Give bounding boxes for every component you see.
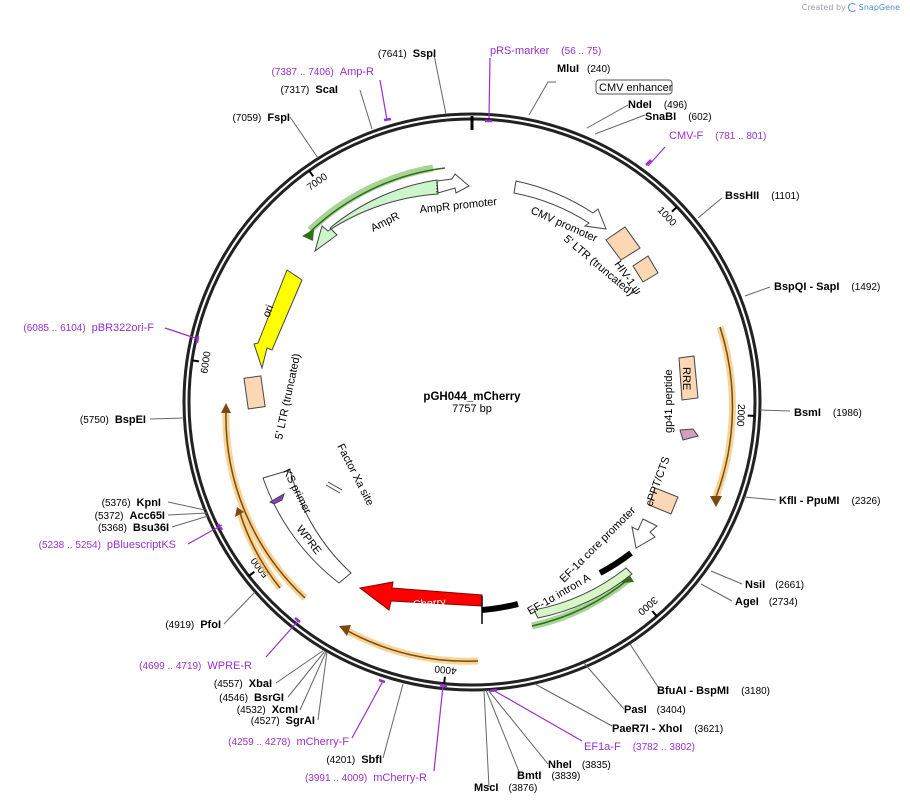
ampr-promoter-arrow [436, 173, 470, 194]
enzyme-acc65i: (5372)Acc65I [95, 510, 165, 522]
enzyme-snabi: SnaBI(602) [645, 111, 712, 123]
ampr-arrow [314, 179, 439, 253]
enzyme-bfuai-bspmi: BfuAI - BspMI(3180) [657, 685, 770, 697]
enzyme-nsii: NsiI(2661) [745, 579, 804, 591]
enzyme-leader-lines [149, 54, 791, 788]
tick-mark [308, 169, 314, 177]
cmv-enhancer-label: CMV enhancer [599, 82, 673, 94]
cppt-box [648, 487, 679, 515]
enzyme-bsu36i: (5368)Bsu36I [98, 522, 169, 534]
orf-arcs [221, 164, 736, 665]
gp41-box [679, 428, 699, 441]
enzyme-agei: AgeI(2734) [735, 596, 798, 608]
primer-cmv-f: CMV-F(781 .. 801) [669, 130, 766, 142]
cmv-promoter-arrow [513, 180, 607, 230]
credit-prefix: Created by [801, 3, 846, 12]
ampr-promoter-label: AmpR promoter [419, 196, 498, 216]
ef1a-intron-bar [533, 567, 633, 619]
factor-xa-label: Factor Xa site [334, 442, 375, 508]
rre-label: RRE [680, 367, 692, 390]
tick-mark [248, 570, 255, 577]
enzyme-sgrai: (4527)SgrAI [251, 715, 315, 727]
primer-markers [195, 117, 652, 693]
ltr-5-left-label: 5' LTR (truncated) [273, 353, 303, 441]
enzyme-xbai: (4557)XbaI [214, 678, 272, 690]
wpre-arrow [262, 469, 352, 584]
ks-primer-mark [268, 492, 285, 505]
backbone-outer-ring [182, 112, 762, 692]
primer-wpre-r: (4699 .. 4719)WPRE-R [139, 660, 252, 672]
enzyme-bmti: BmtI(3839) [517, 770, 580, 782]
snapgene-logo-icon [847, 3, 857, 12]
primer-pbr322ori-f: (6085 .. 6104)pBR322ori-F [23, 322, 154, 334]
tick-mark [443, 676, 446, 684]
enzyme-xcmi: (4532)XcmI [237, 704, 298, 716]
primer-mcherry-r: (3991 .. 4009)mCherry-R [305, 772, 427, 784]
tick-mark [191, 359, 200, 363]
primer-prs-marker: pRS-marker(56 .. 75) [490, 45, 601, 57]
tick-label: 2000 [734, 404, 746, 427]
primer-pbluescriptks: (5238 .. 5254)pBluescriptKS [39, 539, 176, 551]
enzyme-sspi: (7641)SspI [378, 48, 436, 60]
enzyme-labels-left: (7641)SspI (7317)ScaI (7059)FspI (5750)B… [80, 48, 436, 766]
mcherry-label: mCherry [403, 596, 447, 612]
feature-shapes [243, 173, 699, 624]
tick-mark [671, 206, 678, 213]
enzyme-sbfi: (4201)SbfI [326, 754, 382, 766]
enzyme-kfli-ppumi: KflI - PpuMI(2326) [779, 495, 880, 507]
enzyme-labels-right: MluI(240) NdeI(496) SnaBI(602) BssHII(11… [474, 63, 880, 794]
credit-brand: SnapGene [858, 3, 900, 12]
ef1a-core-arrow [631, 518, 658, 549]
primer-mcherry-f: (4259 .. 4278)mCherry-F [228, 736, 349, 748]
primer-amp-r: (7387 .. 7406)Amp-R [272, 66, 375, 78]
enzyme-bsshii: BssHII(1101) [725, 190, 799, 202]
tick-label: 7000 [305, 171, 330, 193]
enzyme-bsmi: BsmI(1986) [794, 407, 862, 419]
ltr-5-left-box [243, 375, 266, 410]
enzyme-bsrgi: (4546)BsrGI [219, 692, 284, 704]
enzyme-msci: MscI(3876) [474, 782, 537, 794]
primer-labels: pRS-marker(56 .. 75) (7387 .. 7406)Amp-R… [23, 45, 766, 784]
primer-leader-lines [164, 57, 666, 772]
enzyme-bspei: (5750)BspEI [80, 414, 146, 426]
cmv-enhancer-box [595, 79, 673, 95]
enzyme-pasi: PasI(3404) [624, 704, 686, 716]
gp41-label: gp41 peptide [663, 369, 675, 433]
tick-label: 4000 [434, 663, 458, 676]
hiv-psi-box [632, 255, 659, 283]
enzyme-ndei: NdeI(496) [628, 99, 687, 111]
enzyme-nhei: NheI(3835) [548, 759, 611, 771]
enzyme-pfoi: (4919)PfoI [165, 619, 221, 631]
enzyme-fspi: (7059)FspI [232, 112, 290, 124]
ltr-5-top-box [605, 226, 641, 261]
snapgene-credit: Created by SnapGene [802, 3, 900, 12]
primer-ef1a-f: EF1a-F(3782 .. 3802) [584, 741, 695, 753]
tick-label: 6000 [199, 350, 213, 374]
ori-arrow [253, 269, 303, 370]
plasmid-name: pGH044_mCherry [423, 391, 521, 403]
enzyme-paer7i-xhoi: PaeR7I - XhoI(3621) [612, 723, 723, 735]
mcherry-arrow [358, 581, 483, 611]
enzyme-mlui: MluI(240) [557, 63, 610, 75]
enzyme-scai: (7317)ScaI [280, 84, 338, 96]
plasmid-size: 7757 bp [452, 403, 492, 415]
ori-label: ori [261, 303, 277, 319]
enzyme-kpni: (5376)KpnI [102, 497, 161, 509]
enzyme-bspqi-sapi: BspQI - SapI(1492) [774, 281, 880, 293]
rre-box [678, 355, 699, 401]
ampr-label: AmpR [369, 210, 402, 235]
tick-mark [651, 610, 658, 617]
